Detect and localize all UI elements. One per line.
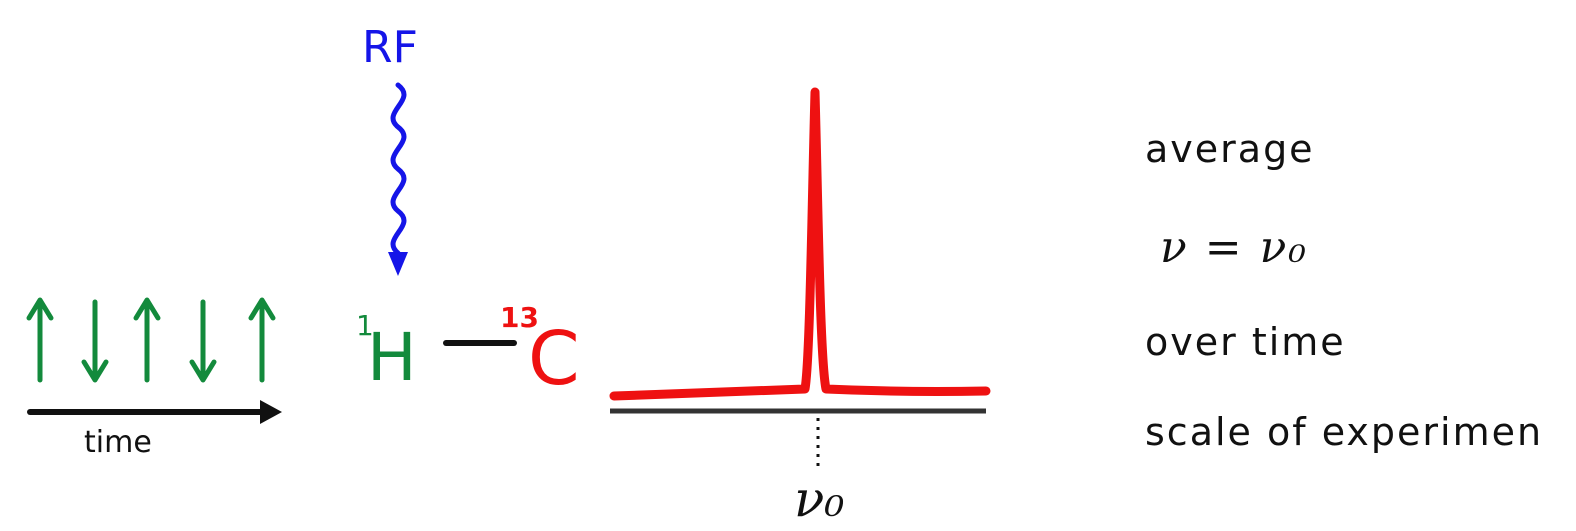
time-arrow xyxy=(27,400,282,424)
note-line-average: average xyxy=(1145,127,1315,171)
time-label: time xyxy=(84,425,152,460)
note-line-nu-equals-nu0: ν = ν₀ xyxy=(1160,222,1308,273)
rf-label: RF xyxy=(362,22,418,73)
spin-down-arrow xyxy=(189,299,217,383)
note-line-over-time: over time xyxy=(1145,320,1346,364)
spin-up-arrow xyxy=(26,297,54,383)
hydrogen-mass-number: 1 xyxy=(356,309,374,342)
spin-arrow-row xyxy=(26,297,276,383)
spectrum-peak xyxy=(609,87,991,401)
rf-wave-arrow xyxy=(388,82,408,276)
hydrogen-symbol: H xyxy=(367,319,417,396)
carbon-symbol: C xyxy=(528,316,580,402)
spin-up-arrow xyxy=(248,297,276,383)
peak-frequency-label: ν₀ xyxy=(794,470,844,528)
spin-down-arrow xyxy=(81,299,109,383)
carbon-mass-number: 13 xyxy=(500,301,539,334)
note-line-scale-of-experiment: scale of experimen xyxy=(1145,410,1544,454)
spin-up-arrow xyxy=(133,297,161,383)
